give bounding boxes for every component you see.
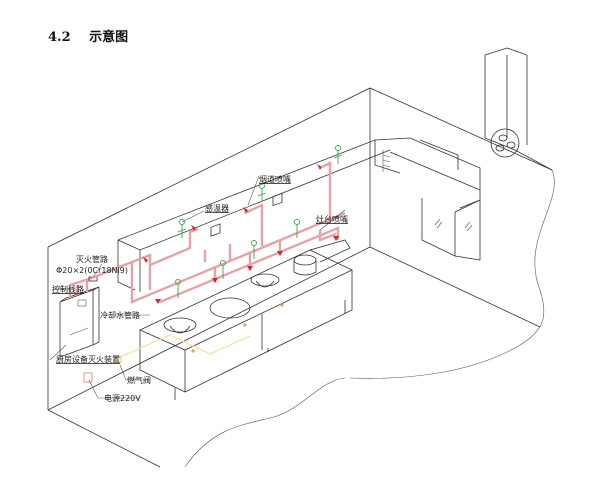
room-walls bbox=[47, 87, 555, 468]
stove-nozzle-5 bbox=[155, 299, 161, 304]
cutaway-curve-right bbox=[349, 169, 555, 379]
griddle bbox=[209, 297, 251, 319]
section-heading: 4.2 示意图 bbox=[48, 26, 128, 45]
label-suppression-pipe: 灭火管路 bbox=[76, 254, 108, 264]
label-stove-nozzle: 灶台喷嘴 bbox=[316, 214, 348, 224]
wall-top-edge bbox=[47, 87, 553, 248]
stove-nozzle-2 bbox=[212, 278, 218, 283]
section-title: 示意图 bbox=[89, 30, 129, 45]
power-outlet-icon bbox=[83, 372, 93, 383]
stove-nozzle-1 bbox=[333, 236, 339, 241]
stove-nozzle-4 bbox=[277, 251, 283, 256]
gas-line bbox=[117, 334, 251, 359]
duct-nozzle-1 bbox=[143, 257, 148, 263]
sensor-icon bbox=[175, 279, 181, 298]
cabinet-door-right bbox=[454, 199, 481, 261]
wall-plate bbox=[210, 223, 221, 237]
sensor-icon bbox=[333, 145, 343, 164]
label-control-line: 控制线路 bbox=[52, 284, 84, 294]
duct-nozzle-2 bbox=[191, 225, 196, 231]
label-duct-nozzle: 烟道喷嘴 bbox=[259, 174, 291, 184]
label-pipe-spec: Φ20×2(0Cr18Ni9) bbox=[56, 266, 128, 275]
sensor-icon bbox=[294, 219, 300, 238]
leader-lines bbox=[49, 175, 346, 399]
stove-counter bbox=[139, 239, 353, 400]
gas-valve-icon bbox=[114, 356, 122, 364]
exhaust-chimney bbox=[484, 47, 553, 171]
sensor-icon bbox=[257, 183, 267, 202]
sensor-icon bbox=[177, 219, 187, 238]
stockpot bbox=[293, 254, 317, 266]
floor-edge-back bbox=[47, 246, 371, 411]
suppression-control-unit bbox=[59, 276, 100, 358]
floor-edge-right bbox=[369, 246, 541, 328]
stove-nozzle-3 bbox=[247, 266, 253, 271]
label-power-supply: 电源220V bbox=[104, 393, 141, 403]
range-hood bbox=[117, 137, 481, 292]
callout-labels: 灭火管路 Φ20×2(0Cr18Ni9) 控制线路 冷却水管路 厨房设备灭火装置… bbox=[52, 174, 348, 403]
cabinet-door-left bbox=[421, 198, 456, 257]
exhaust-fan-icon bbox=[490, 128, 520, 158]
suppression-piping bbox=[91, 161, 346, 304]
wall-plate bbox=[272, 192, 283, 207]
duct-nozzle-3 bbox=[243, 207, 248, 213]
sensor-icon bbox=[251, 240, 257, 259]
temperature-sensors bbox=[175, 145, 343, 298]
label-gas-valve: 燃气阀 bbox=[127, 375, 151, 385]
section-number: 4.2 bbox=[48, 30, 71, 45]
wok-1 bbox=[163, 317, 197, 333]
duct-nozzle-4 bbox=[317, 164, 322, 170]
label-suppression-unit: 厨房设备灭火装置 bbox=[56, 354, 120, 364]
label-sensor: 感温器 bbox=[205, 203, 229, 213]
label-cooling-water-pipe: 冷却水管路 bbox=[100, 310, 140, 320]
sensor-icon bbox=[220, 260, 226, 279]
floor-edge-front bbox=[47, 409, 161, 468]
cutaway-curve-floor bbox=[184, 377, 346, 468]
wok-2 bbox=[250, 273, 280, 287]
